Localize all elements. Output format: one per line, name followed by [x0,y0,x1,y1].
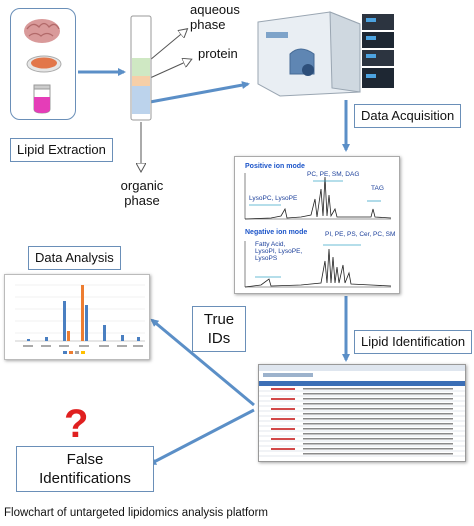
neg-annotation-pi-pe: PI, PE, PS, Cer, PC, SM [325,231,396,238]
identification-table-panel [258,364,466,462]
pos-annotation-lyso: LysoPC, LysoPE [249,195,298,202]
aqueous-phase-label: aqueous phase [190,2,240,32]
neg-annotation-fatty-acid: Fatty Acid, LysoPI, LysoPE, LysoPS [255,241,303,262]
data-analysis-label: Data Analysis [28,246,121,270]
negative-ion-mode-title: Negative ion mode [245,229,308,236]
lc-ms-instrument-icon [257,11,394,97]
data-acquisition-label: Data Acquisition [354,104,462,128]
arrow-protein [149,60,190,79]
arrow-true-ids [150,318,255,407]
question-mark-icon: ? [64,402,89,446]
pos-annotation-tag: TAG [371,185,384,192]
true-ids-label: True IDs [192,306,246,352]
brain-icon [24,19,60,43]
bar [27,339,30,341]
bar [67,331,70,341]
pos-annotation-pc-pe: PC, PE, SM, DAG [307,171,360,178]
bar [81,285,84,341]
bar [137,337,140,341]
petri-dish-icon [26,55,62,73]
test-tube-icon [130,15,152,121]
figure-caption: Flowchart of untargeted lipidomics analy… [4,507,268,519]
identification-table-graphic [259,365,465,457]
data-analysis-chart-panel [4,274,150,360]
arrow-to-instrument [149,81,250,104]
lipid-identification-label: Lipid Identification [354,330,473,354]
false-identifications-label: False Identifications [16,446,154,492]
sample-icons [24,19,62,114]
organic-phase-label: organic phase [120,178,164,208]
arrow-false-ids [148,408,255,466]
data-analysis-bar-chart [15,284,145,354]
ms-spectra-panel: Positive ion mode PC, PE, SM, DAG LysoPC… [234,156,400,294]
protein-label: protein [198,46,238,61]
bar [121,335,124,341]
positive-spectrum-plot [244,173,392,220]
bar [45,337,48,341]
bar [103,325,106,341]
vial-icon [33,84,51,114]
sample-types-panel [10,8,76,120]
arrow-aqueous [149,30,186,61]
bar [85,305,88,341]
negative-spectrum-plot [244,241,392,288]
lipid-extraction-label: Lipid Extraction [10,138,113,162]
positive-ion-mode-title: Positive ion mode [245,163,305,170]
bar [63,301,66,341]
